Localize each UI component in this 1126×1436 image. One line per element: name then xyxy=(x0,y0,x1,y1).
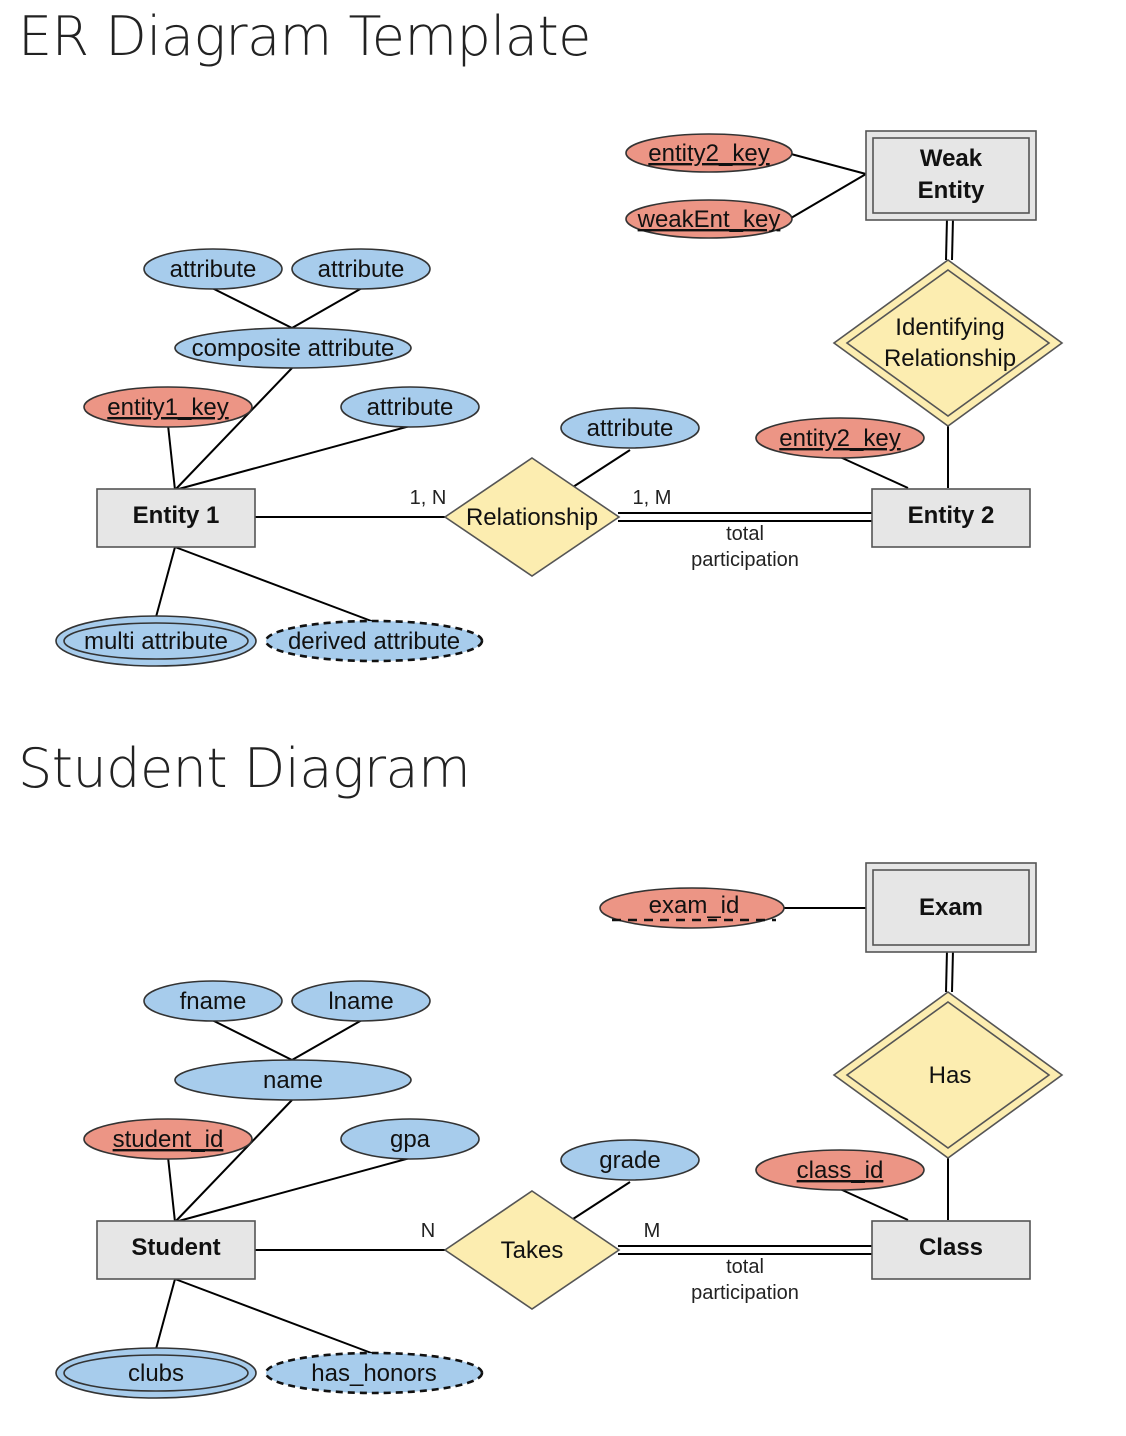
class-id-text: class_id xyxy=(797,1157,884,1184)
has-honors-derived-attribute[interactable]: has_honors xyxy=(264,1351,484,1395)
connector-lines xyxy=(155,153,954,623)
grade-attribute[interactable]: grade xyxy=(560,1139,700,1181)
lname-text: lname xyxy=(328,988,393,1015)
has-honors-text: has_honors xyxy=(311,1360,436,1387)
lname-attribute[interactable]: lname xyxy=(291,980,431,1022)
fname-text: fname xyxy=(180,988,247,1015)
multi-valued-attribute[interactable]: multi attribute xyxy=(55,615,257,667)
entity-1-label: Entity 1 xyxy=(133,502,220,529)
multi-attribute-text: multi attribute xyxy=(84,628,228,655)
weak-entity[interactable]: Weak Entity xyxy=(865,130,1037,221)
total-participation-line2: participation xyxy=(691,549,799,571)
student-id-text: student_id xyxy=(113,1126,224,1153)
gpa-text: gpa xyxy=(390,1126,431,1153)
has-relationship-label: Has xyxy=(929,1062,972,1089)
fname-attribute[interactable]: fname xyxy=(143,980,283,1022)
entity2-key-text: entity2_key xyxy=(779,425,900,452)
name-text: name xyxy=(263,1067,323,1094)
composite-attribute[interactable]: composite attribute xyxy=(174,327,412,369)
connector-lines xyxy=(155,907,954,1355)
total-participation-line1: total xyxy=(726,1256,764,1278)
template-title: ER Diagram Template xyxy=(18,5,591,68)
er-template-diagram: Weak Entity entity2_key weakEnt_key Iden… xyxy=(55,130,1064,667)
exam-id-attribute[interactable]: exam_id xyxy=(599,887,785,929)
cardinality-left: N xyxy=(421,1220,435,1242)
attribute-b[interactable]: attribute xyxy=(291,248,431,290)
grade-text: grade xyxy=(599,1147,660,1174)
student-title: Student Diagram xyxy=(18,737,471,800)
weakent-key-attribute[interactable]: weakEnt_key xyxy=(625,199,793,239)
relationship[interactable]: Relationship xyxy=(443,457,621,577)
cardinality-right: M xyxy=(644,1220,661,1242)
class-id-attribute[interactable]: class_id xyxy=(755,1149,925,1191)
takes-relationship[interactable]: Takes xyxy=(443,1190,621,1310)
entity2-key-attribute[interactable]: entity2_key xyxy=(755,417,925,459)
exam-id-text: exam_id xyxy=(649,892,740,919)
entity-2-label: Entity 2 xyxy=(908,502,995,529)
class-entity-label: Class xyxy=(919,1234,983,1261)
takes-relationship-label: Takes xyxy=(501,1237,564,1264)
student-entity-label: Student xyxy=(131,1234,220,1261)
relationship-attribute-text: attribute xyxy=(587,415,674,442)
entity1-key-attribute[interactable]: entity1_key xyxy=(83,386,253,428)
attribute-c-text: attribute xyxy=(367,394,454,421)
gpa-attribute[interactable]: gpa xyxy=(340,1118,480,1160)
attribute-a-text: attribute xyxy=(170,256,257,283)
derived-attribute-text: derived attribute xyxy=(288,628,460,655)
identifying-relationship-line2: Relationship xyxy=(884,345,1016,372)
exam-entity[interactable]: Exam xyxy=(865,862,1037,953)
name-composite-attribute[interactable]: name xyxy=(174,1059,412,1101)
weakent-key-text: weakEnt_key xyxy=(637,206,781,233)
cardinality-left: 1, N xyxy=(410,487,447,509)
derived-attribute[interactable]: derived attribute xyxy=(264,619,484,663)
composite-attribute-text: composite attribute xyxy=(192,335,395,362)
weak-entity-label-line1: Weak xyxy=(920,145,983,172)
cardinality-right: 1, M xyxy=(633,487,672,509)
weak-entity-key-text: entity2_key xyxy=(648,140,769,167)
attribute-c[interactable]: attribute xyxy=(340,386,480,428)
exam-entity-label: Exam xyxy=(919,894,983,921)
relationship-label: Relationship xyxy=(466,504,598,531)
clubs-multi-attribute[interactable]: clubs xyxy=(55,1347,257,1399)
attribute-a[interactable]: attribute xyxy=(143,248,283,290)
weak-entity-label-line2: Entity xyxy=(918,177,985,204)
class-entity[interactable]: Class xyxy=(871,1220,1031,1280)
relationship-attribute[interactable]: attribute xyxy=(560,407,700,449)
total-participation-line1: total xyxy=(726,523,764,545)
attribute-b-text: attribute xyxy=(318,256,405,283)
student-id-attribute[interactable]: student_id xyxy=(83,1118,253,1160)
entity1-key-text: entity1_key xyxy=(107,394,228,421)
entity-1[interactable]: Entity 1 xyxy=(96,488,256,548)
entity-2[interactable]: Entity 2 xyxy=(871,488,1031,548)
total-participation-line2: participation xyxy=(691,1282,799,1304)
weak-entity-key-attribute[interactable]: entity2_key xyxy=(625,133,793,173)
student-entity[interactable]: Student xyxy=(96,1220,256,1280)
identifying-relationship-line1: Identifying xyxy=(895,314,1004,341)
er-student-diagram: Exam exam_id Has fname lname name studen… xyxy=(55,862,1064,1399)
identifying-relationship[interactable]: Identifying Relationship xyxy=(832,259,1064,427)
clubs-text: clubs xyxy=(128,1360,184,1387)
has-relationship[interactable]: Has xyxy=(832,991,1064,1159)
